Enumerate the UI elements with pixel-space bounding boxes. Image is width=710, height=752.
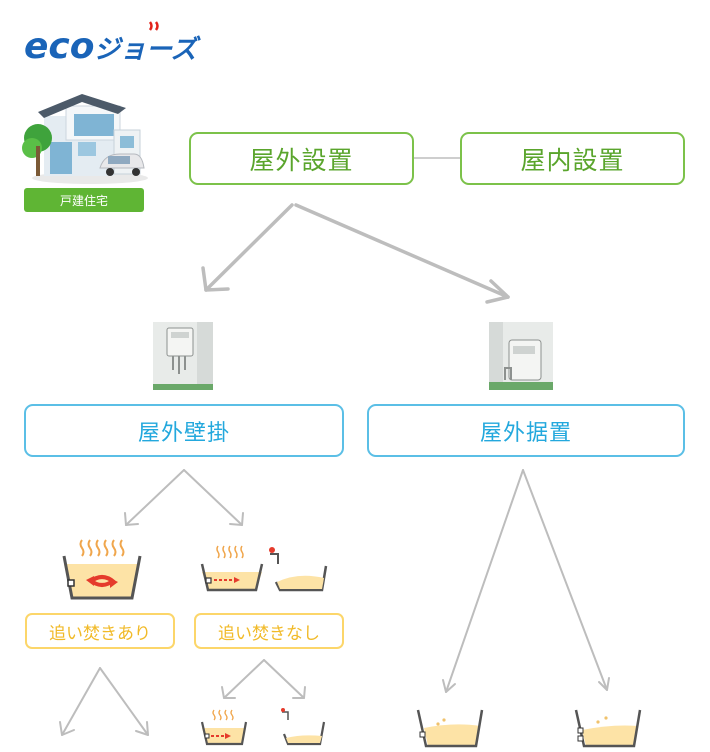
house-caption-text: 戸建住宅 [59,193,108,208]
outdoor-install-box[interactable]: 屋外設置 [189,132,414,185]
arrow-to-reheat-no [183,469,243,526]
arrow-floor-right [522,469,608,691]
indoor-install-label: 屋内設置 [520,145,625,175]
arrow-to-reheat-yes [125,469,185,526]
reheat-yes-box[interactable]: 追い焚きあり [25,613,175,649]
bathtub-no-reheat-icon [198,542,328,592]
arrow-to-floor [294,203,510,299]
floor-standing-unit-image [489,322,553,390]
arrow-to-wall [204,203,294,292]
outdoor-wall-label: 屋外壁掛 [137,420,230,446]
bathtub-reheat-icon [60,536,144,600]
outdoor-floor-box[interactable]: 屋外据置 [367,404,685,457]
small-tub-pair-icon [198,708,328,748]
arrow-floor-left [445,469,524,693]
indoor-install-box[interactable]: 屋内設置 [460,132,685,185]
wall-mounted-unit-image [153,322,213,390]
svg-text:ジョーズ: ジョーズ [94,35,201,65]
floor-tub-left-icon [414,704,486,748]
outdoor-floor-label: 屋外据置 [479,420,572,446]
reheat-no-label: 追い焚きなし [218,623,320,644]
reheat-yes-label: 追い焚きあり [49,623,151,644]
outdoor-wall-box[interactable]: 屋外壁掛 [24,404,344,457]
floor-tub-right-icon [572,704,644,748]
house-caption: 戸建住宅 [24,188,144,212]
eco-jozu-logo: eco ジョーズ [22,18,201,68]
house-illustration [22,86,152,186]
reheat-no-box[interactable]: 追い焚きなし [194,613,344,649]
svg-text:eco: eco [24,26,95,67]
outdoor-install-label: 屋外設置 [249,145,354,175]
